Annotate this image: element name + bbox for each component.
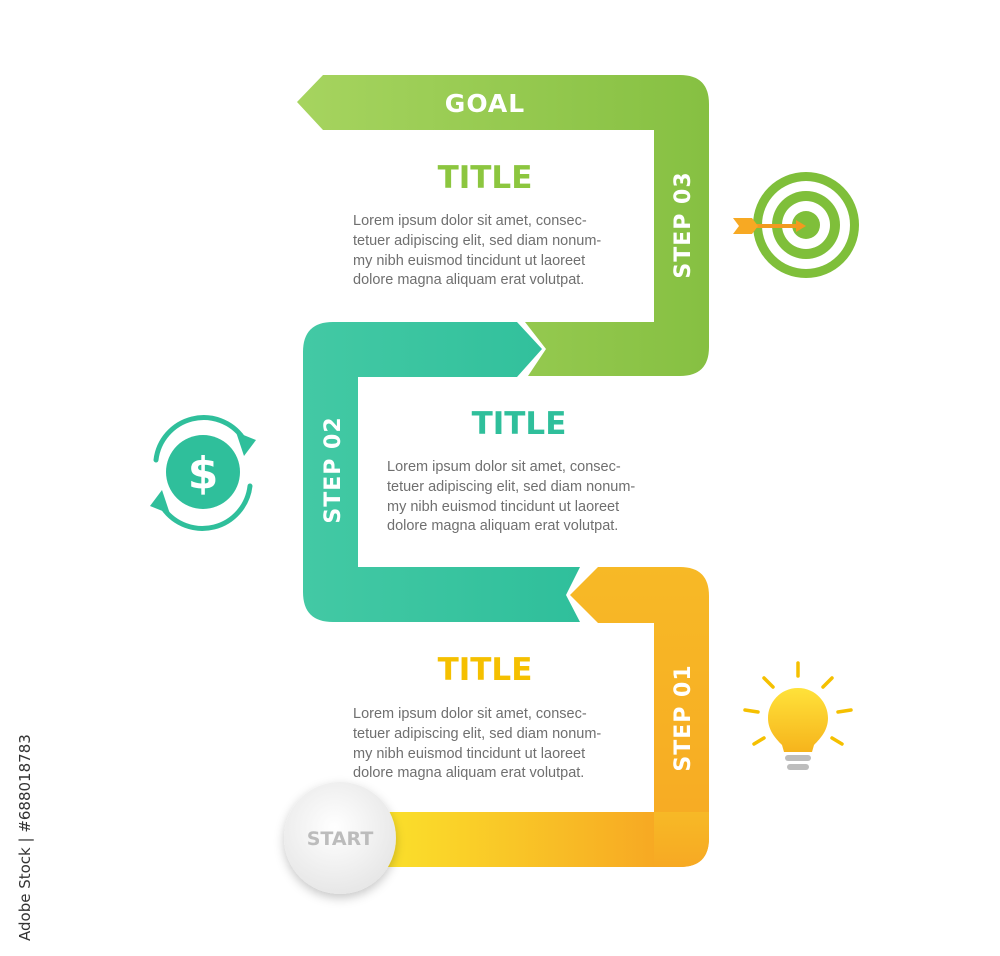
step-03-title: TITLE: [438, 160, 533, 196]
stock-id-label: Adobe Stock | #688018783: [16, 734, 34, 941]
step-02-text-line: dolore magna aliquam erat volutpat.: [387, 518, 618, 534]
target-icon: [733, 172, 859, 278]
goal-label: GOAL: [445, 89, 525, 118]
step-03-text-line: dolore magna aliquam erat volutpat.: [353, 272, 584, 288]
step-02-text-line: my nibh euismod tincidunt ut laoreet: [387, 499, 619, 515]
start-marker: START: [284, 782, 396, 894]
step-01-text-line: dolore magna aliquam erat volutpat.: [353, 765, 584, 781]
step-01-title: TITLE: [438, 652, 533, 688]
step-02-label: STEP 02: [321, 416, 346, 523]
step-03-text-line: Lorem ipsum dolor sit amet, consec-: [353, 213, 587, 229]
step-01-band: [370, 567, 709, 867]
dollar-cycle-icon: $: [150, 415, 256, 531]
step-02-text-line: tetuer adipiscing elit, sed diam nonum-: [387, 479, 635, 495]
step-02-text-line: Lorem ipsum dolor sit amet, consec-: [387, 459, 621, 475]
step-02-band: [303, 322, 580, 622]
step-01-content: TITLE Lorem ipsum dolor sit amet, consec…: [353, 652, 601, 781]
start-circle: [284, 782, 396, 894]
start-label: START: [307, 828, 374, 850]
step-01-text-line: my nibh euismod tincidunt ut laoreet: [353, 746, 585, 762]
step-03-band: [297, 75, 709, 376]
step-02-title: TITLE: [472, 406, 567, 442]
step-01-label: STEP 01: [671, 664, 696, 771]
step-01-text-line: Lorem ipsum dolor sit amet, consec-: [353, 706, 587, 722]
step-01-text-line: tetuer adipiscing elit, sed diam nonum-: [353, 726, 601, 742]
lightbulb-icon: [743, 661, 853, 770]
step-03-content: TITLE Lorem ipsum dolor sit amet, consec…: [353, 160, 601, 288]
step-03-text-line: tetuer adipiscing elit, sed diam nonum-: [353, 233, 601, 249]
step-03-label: STEP 03: [671, 171, 696, 278]
svg-text:$: $: [188, 448, 219, 499]
step-02-content: TITLE Lorem ipsum dolor sit amet, consec…: [387, 406, 635, 534]
step-03-text-line: my nibh euismod tincidunt ut laoreet: [353, 253, 585, 269]
